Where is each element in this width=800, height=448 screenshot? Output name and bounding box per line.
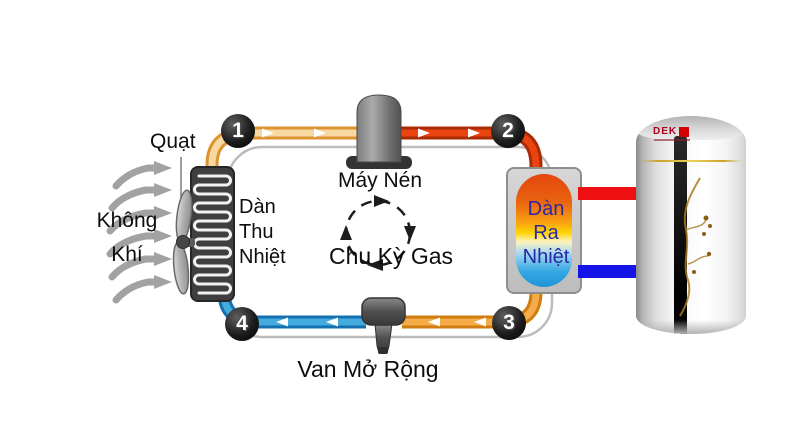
compressor xyxy=(346,94,412,169)
air-flow-arrows xyxy=(106,161,172,304)
tank-floral-decoration xyxy=(679,177,712,317)
gas-cycle-icon xyxy=(340,195,416,271)
gas-cycle-label: Chu Kỳ Gas xyxy=(329,243,453,269)
hot-water-pipe xyxy=(578,187,646,200)
tank-brand-logo: DEK xyxy=(653,126,690,137)
fan-label: Quạt xyxy=(150,130,196,153)
tank-dome xyxy=(636,116,746,140)
cold-water-pipe xyxy=(578,265,646,278)
evaporator-label: Dàn Thu Nhiệt xyxy=(239,196,286,268)
tank-tagline-line xyxy=(654,139,690,141)
step-badge-1: 1 xyxy=(221,114,255,148)
expansion-valve xyxy=(361,297,406,354)
brand-red-box xyxy=(679,126,690,137)
condenser-label: Dàn Ra Nhiệt xyxy=(522,198,570,268)
step-badge-3: 3 xyxy=(492,306,526,340)
water-tank: DEK xyxy=(636,116,746,334)
condenser-gradient-core xyxy=(516,174,572,287)
tank-stripe xyxy=(674,136,687,334)
evaporator-coil xyxy=(190,166,235,302)
expansion-valve-label: Van Mở Rộng xyxy=(297,356,439,382)
step-badge-4: 4 xyxy=(225,307,259,341)
tank-gold-seam xyxy=(640,160,742,162)
fan-icon xyxy=(172,157,195,295)
condenser-unit: Dàn Ra Nhiệt xyxy=(506,167,582,294)
step-badge-2: 2 xyxy=(491,114,525,148)
tank-bottom-shade xyxy=(636,320,746,334)
compressor-label: Máy Nén xyxy=(337,169,423,192)
air-label: Không Khí xyxy=(96,209,158,266)
